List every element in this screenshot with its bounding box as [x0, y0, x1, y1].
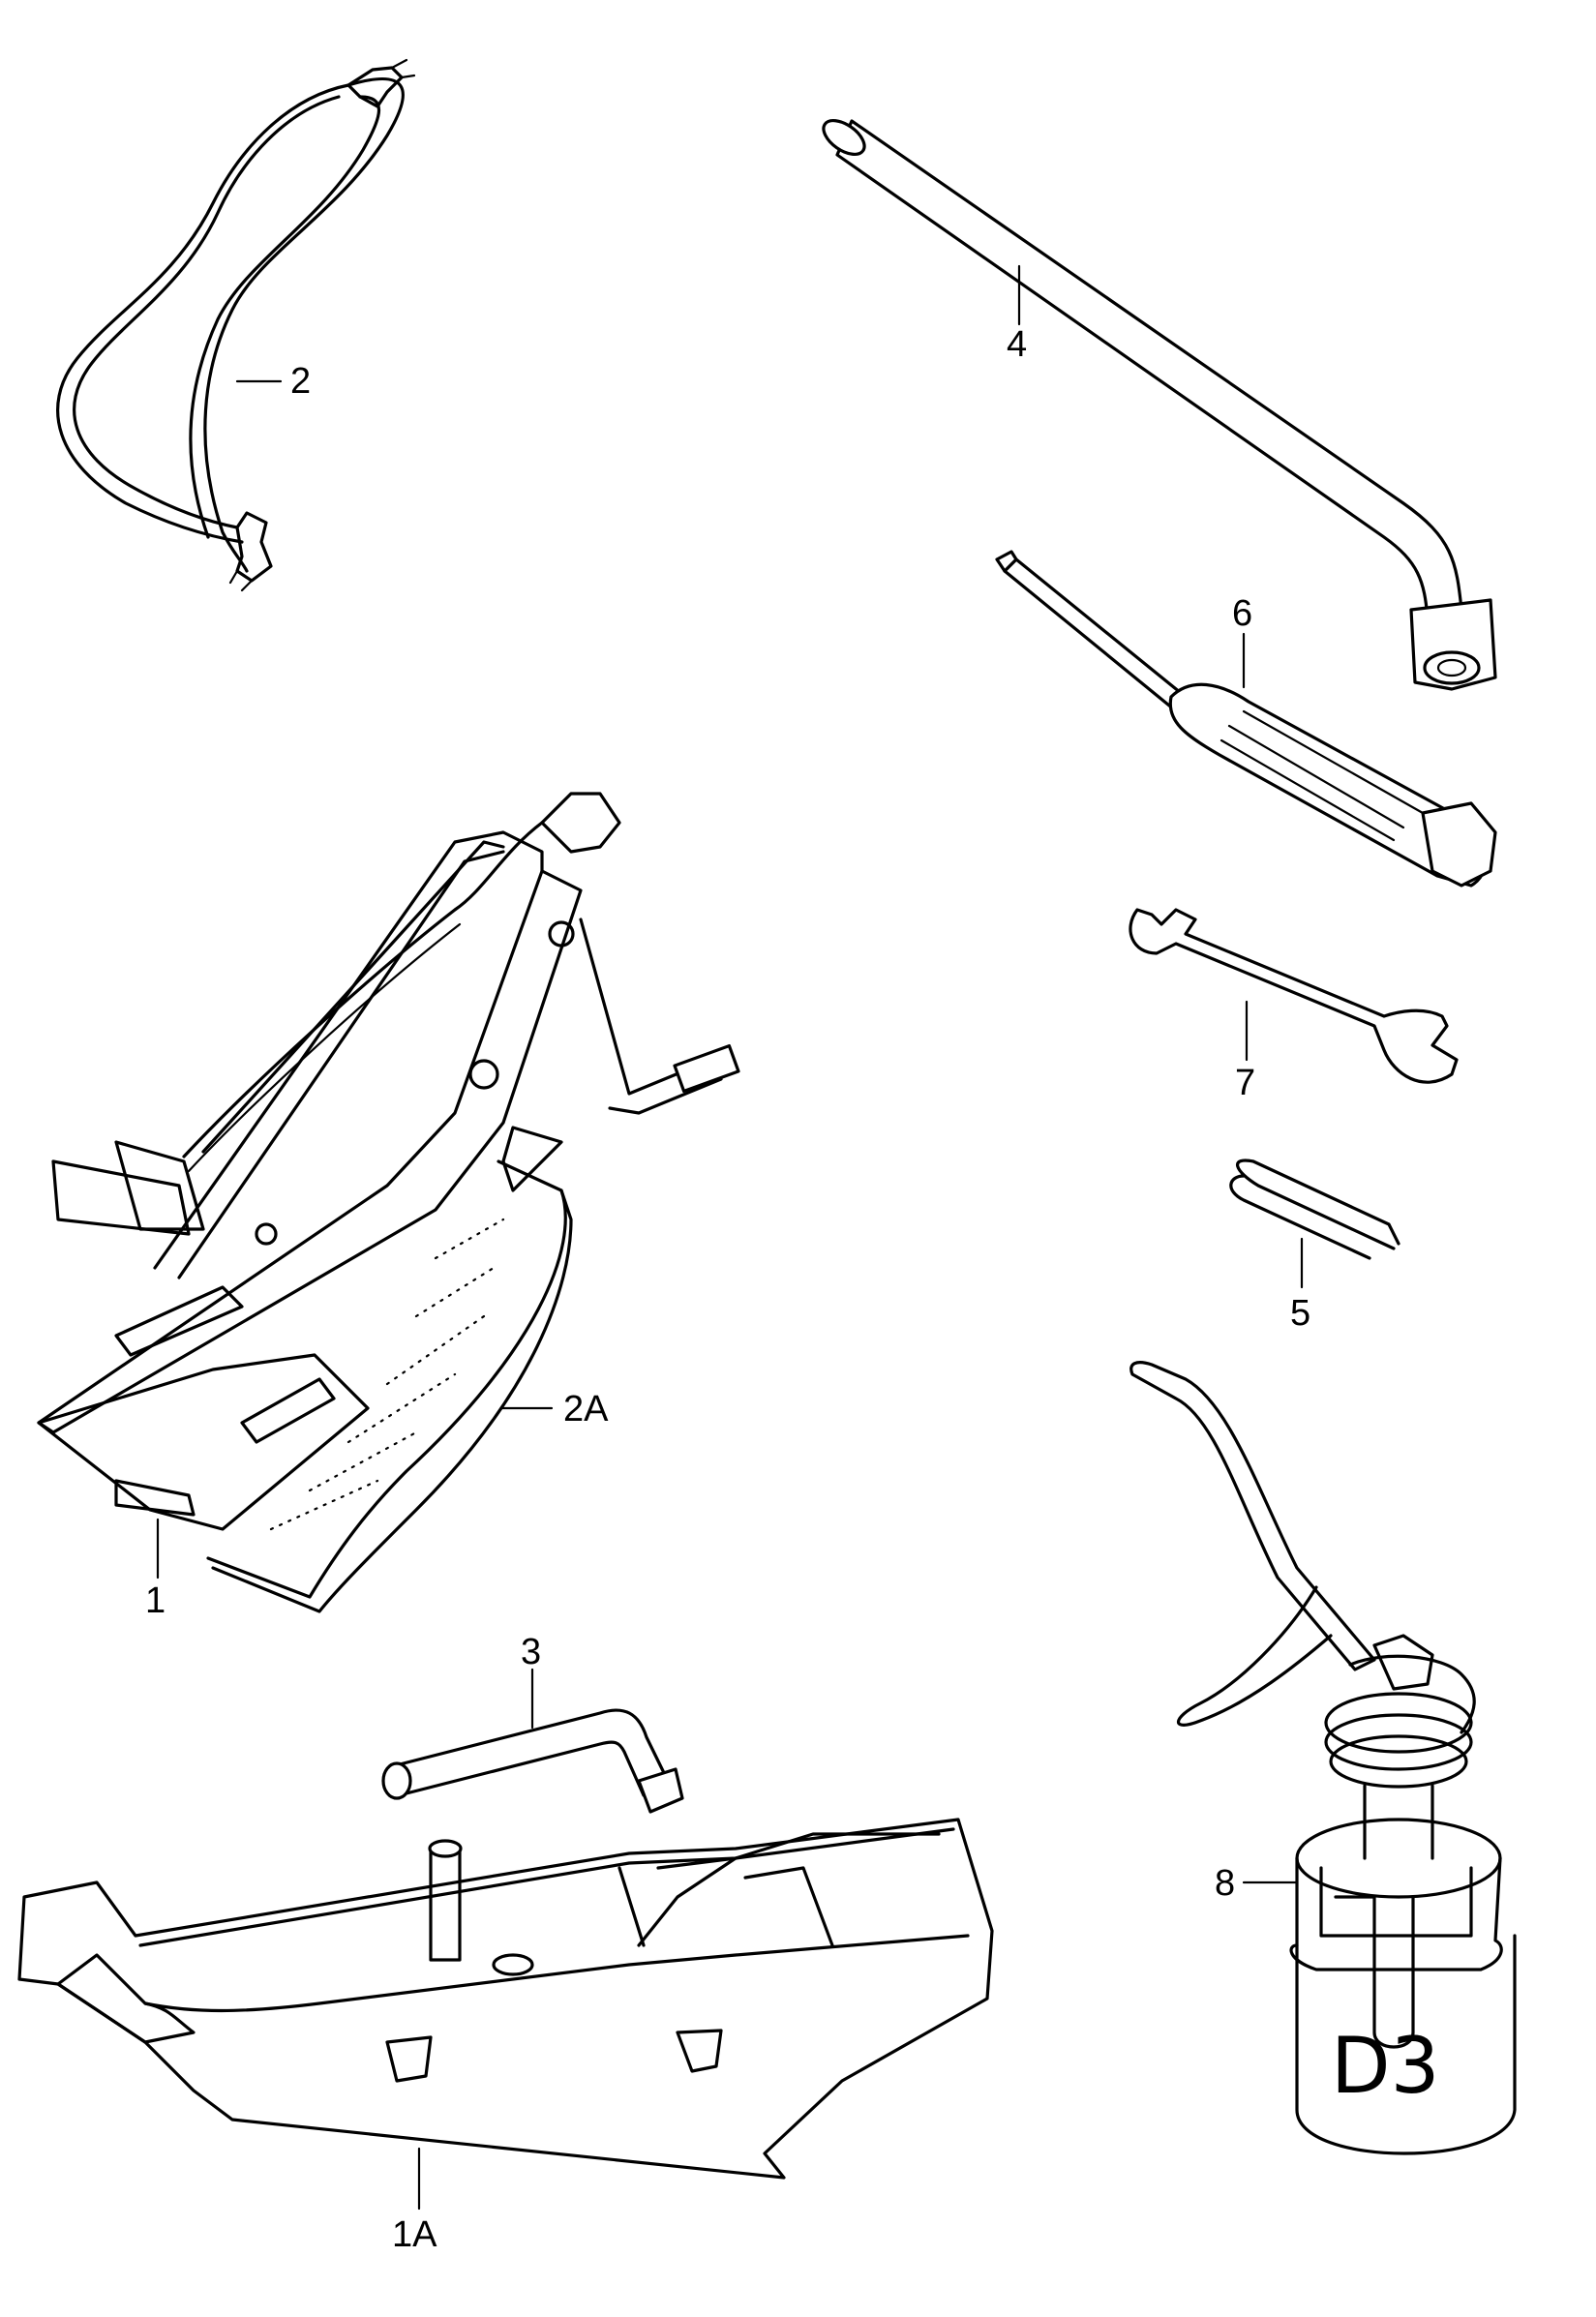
callout-2A: 2A	[563, 1389, 609, 1429]
callout-4: 4	[1007, 324, 1028, 365]
callout-2: 2	[290, 361, 312, 402]
callout-3: 3	[521, 1632, 542, 1672]
spanner-part-7	[1129, 908, 1459, 1084]
socket-wrench-part-3	[381, 1708, 684, 1814]
strap-part-2	[56, 58, 416, 592]
callout-1A: 1A	[392, 2214, 437, 2255]
wheel-wrench-part-4	[822, 118, 1497, 691]
screwdriver-part-6	[995, 550, 1497, 888]
oil-can-marking: D3	[1331, 2021, 1440, 2111]
jack-part-1	[37, 792, 740, 1531]
callout-5: 5	[1290, 1293, 1311, 1334]
tool-tray-part-1A	[17, 1818, 994, 2180]
callout-1: 1	[145, 1580, 166, 1621]
callout-6: 6	[1232, 593, 1253, 634]
wire-hook-part-5	[1229, 1158, 1400, 1260]
oil-can-part-8	[1129, 1361, 1517, 2155]
callout-8: 8	[1215, 1863, 1236, 1904]
callout-7: 7	[1235, 1063, 1256, 1103]
mat-part-2A	[206, 1159, 573, 1613]
